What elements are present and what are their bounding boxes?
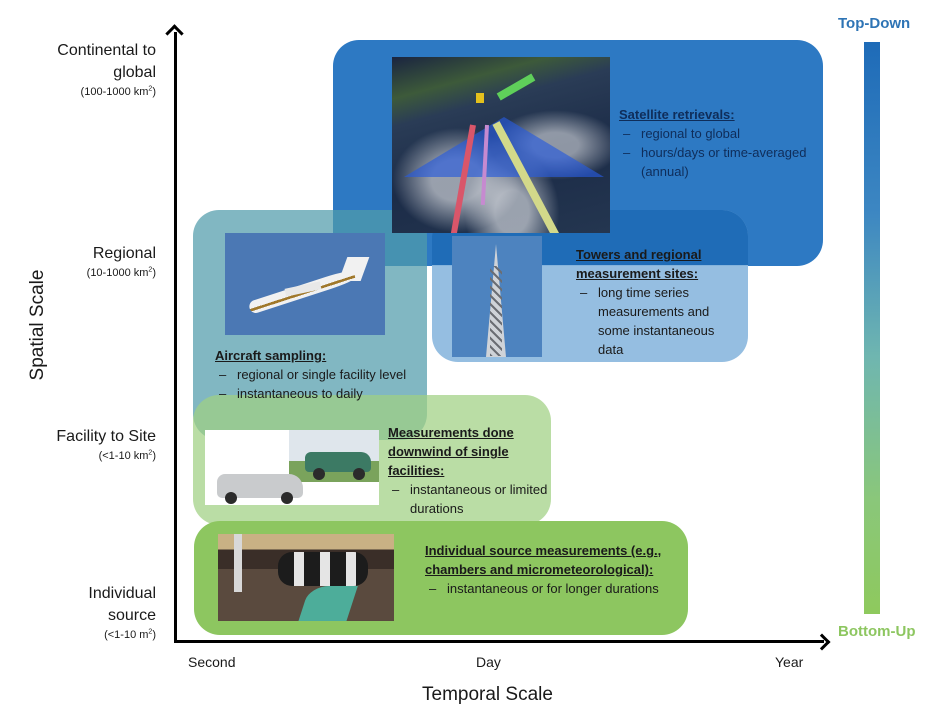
facility-description: Measurements done downwind of single fac… [388,423,548,518]
satellite-bullet: hours/days or time-averaged (annual) [619,143,809,181]
y-category-label: Regional [92,245,156,262]
satellite-description: Satellite retrievals: regional to global… [619,105,809,181]
y-category-regional: Regional (10-1000 km2) [87,243,156,281]
x-tick-day: Day [476,654,501,670]
bottom-up-label: Bottom-Up [838,623,916,640]
mobile-vehicles-photo [205,430,379,505]
x-axis-line [174,640,824,643]
satellite-title: Satellite retrievals: [619,107,735,122]
x-tick-year: Year [775,654,804,670]
y-category-individual: Individual source (<1-10 m2) [88,583,156,643]
arrow-right-icon [813,633,831,651]
y-category-unit: (100-1000 km2) [80,85,156,98]
aircraft-bullet: instantaneous to daily [215,384,415,403]
cow-icon [278,552,368,586]
aircraft-description: Aircraft sampling: regional or single fa… [215,346,415,403]
tower-lattice [490,266,502,356]
y-category-label: Continental to [57,42,156,59]
wheel-icon [313,468,325,480]
barn-post [234,534,242,592]
y-category-label: Facility to Site [56,428,156,445]
y-category-unit: (<1-10 m2) [104,628,156,641]
y-axis-title: Spatial Scale [27,269,48,381]
satellite-icon [476,93,484,103]
arrow-up-icon [165,24,184,43]
y-category-label-2: source [107,607,156,624]
wheel-icon [225,492,237,504]
y-category-continental: Continental to global (100-1000 km2) [57,40,156,100]
y-category-label: Individual [88,585,156,602]
towers-description: Towers and regional measurement sites: l… [576,245,741,359]
x-axis-title: Temporal Scale [422,684,553,705]
individual-title: Individual source measurements (e.g., ch… [425,543,662,577]
x-tick-second: Second [188,654,236,670]
satellite-earth-photo [392,57,610,233]
facility-title: Measurements done downwind of single fac… [388,425,514,478]
satellite-bullet: regional to global [619,124,809,143]
towers-bullet: long time series measurements and some i… [576,283,741,359]
y-axis-line [174,32,177,643]
tower-photo [452,236,542,357]
wheel-icon [281,492,293,504]
top-down-label: Top-Down [838,15,911,32]
y-category-facility: Facility to Site (<1-10 km2) [56,426,156,464]
aircraft-title: Aircraft sampling: [215,348,327,363]
green-vehicle-icon [305,452,371,472]
satellite-beam-green [496,73,536,101]
individual-bullet: instantaneous or for longer durations [425,579,695,598]
towers-title: Towers and regional measurement sites: [576,247,702,281]
y-category-unit: (<1-10 km2) [98,449,156,462]
wheel-icon [353,468,365,480]
y-category-label-2: global [113,64,156,81]
y-category-unit: (10-1000 km2) [86,266,156,279]
individual-description: Individual source measurements (e.g., ch… [425,541,695,598]
facility-bullet: instantaneous or limited durations [388,480,548,518]
chamber-bin-icon [298,586,358,621]
livestock-barn-photo [218,534,394,621]
aircraft-photo [225,233,385,335]
approach-gradient-bar [864,42,880,614]
aircraft-bullet: regional or single facility level [215,365,415,384]
